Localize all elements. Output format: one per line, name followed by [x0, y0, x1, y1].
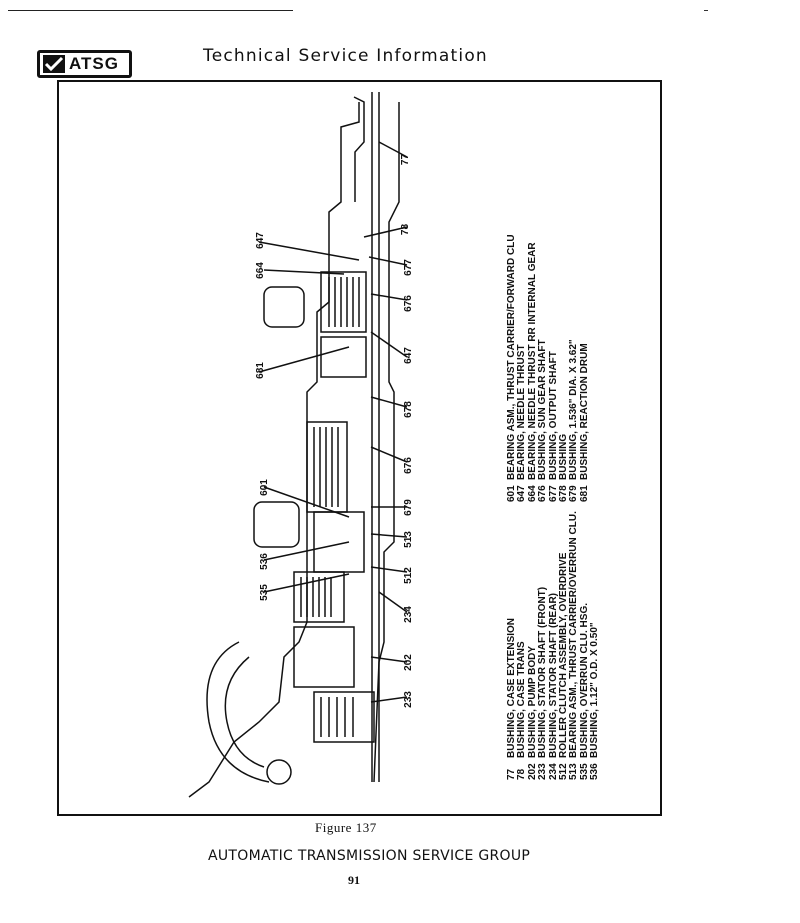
callout-233: 233	[402, 691, 414, 708]
legend-item: 536BUSHING, 1.12" O.D. X 0.50"	[589, 622, 601, 780]
callout-234: 234	[402, 606, 414, 623]
atsg-logo: ATSG	[37, 50, 132, 78]
callout-512: 512	[402, 567, 414, 584]
callout-513: 513	[402, 531, 414, 548]
callout-202: 202	[402, 654, 414, 671]
callout-678: 678	[402, 401, 414, 418]
logo-text: ATSG	[69, 54, 119, 73]
legend-item: 681BUSHING, REACTION DRUM	[578, 343, 590, 502]
check-icon	[43, 55, 65, 73]
page-number: 91	[348, 873, 360, 887]
figure-caption: Figure 137	[315, 820, 377, 835]
figure-frame: 77 78 647 664 677 676 681 647 678 676 60…	[57, 80, 662, 816]
transmission-cross-section-diagram	[188, 92, 408, 798]
top-rule	[8, 10, 293, 11]
callout-677: 677	[402, 259, 414, 276]
callout-536: 536	[258, 553, 270, 570]
callout-676-lower: 676	[402, 457, 414, 474]
callout-647: 647	[254, 232, 266, 249]
callout-676: 676	[402, 295, 414, 312]
footer-group-name: AUTOMATIC TRANSMISSION SERVICE GROUP	[208, 848, 531, 864]
callout-681: 681	[254, 362, 266, 379]
callout-535: 535	[258, 584, 270, 601]
legend-right: 601BEARING ASM., THRUST CARRIER/FORWARD …	[506, 234, 590, 502]
callout-679: 679	[402, 499, 414, 516]
callout-77: 77	[400, 153, 412, 166]
callout-664: 664	[254, 262, 266, 279]
legend-left: 77BUSHING, CASE EXTENSION 78BUSHING, CAS…	[506, 511, 601, 780]
callout-601: 601	[258, 479, 270, 496]
page-title: Technical Service Information	[203, 46, 488, 66]
callout-78: 78	[400, 223, 412, 236]
corner-mark	[704, 10, 708, 11]
callout-647-lower: 647	[402, 347, 414, 364]
